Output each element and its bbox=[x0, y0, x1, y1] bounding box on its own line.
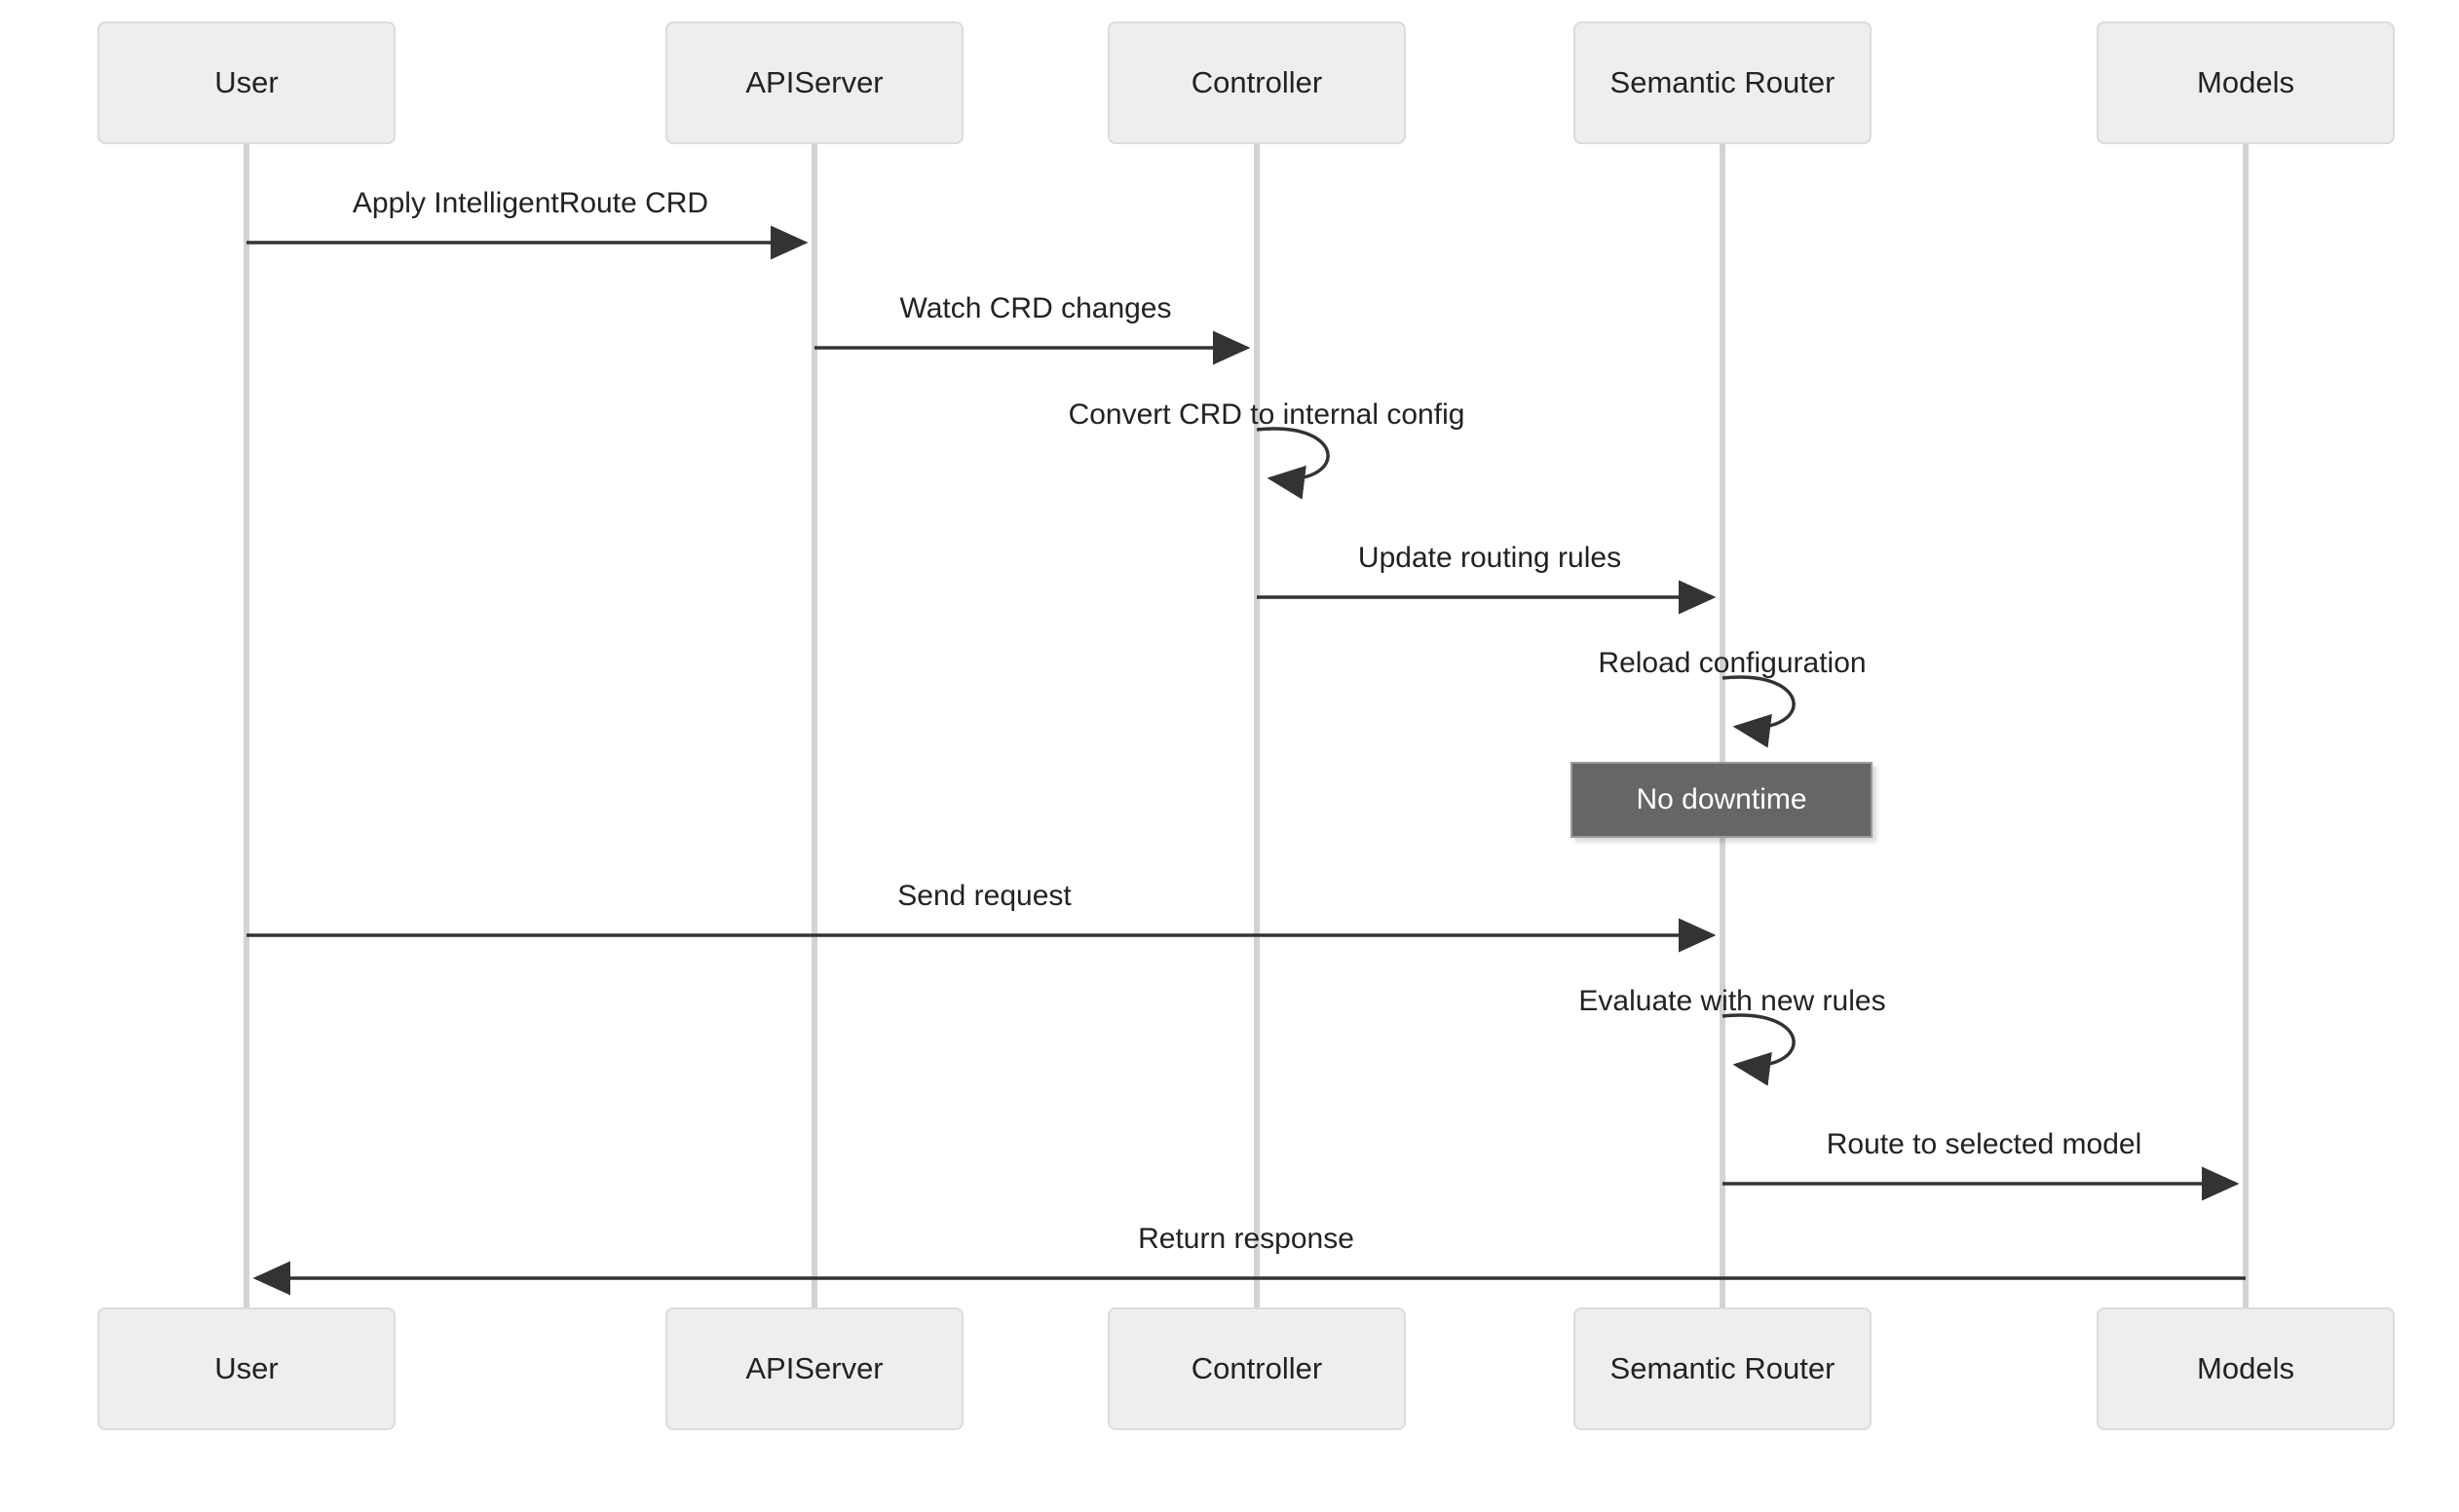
message-label-m3: Convert CRD to internal config bbox=[1068, 398, 1465, 431]
message-label-m9: Return response bbox=[1138, 1223, 1354, 1255]
actor-box-user-bottom[interactable]: User bbox=[97, 1307, 396, 1430]
actor-label-controller: Controller bbox=[1191, 1351, 1323, 1386]
message-label-m4: Update routing rules bbox=[1357, 542, 1622, 574]
actor-box-models-top[interactable]: Models bbox=[2097, 21, 2395, 144]
note-n1[interactable]: No downtime bbox=[1570, 762, 1873, 838]
message-label-m8: Route to selected model bbox=[1826, 1128, 2142, 1160]
note-label-n1: No downtime bbox=[1636, 783, 1807, 815]
actor-box-apiserver-top[interactable]: APIServer bbox=[665, 21, 964, 144]
actor-label-router: Semantic Router bbox=[1609, 65, 1835, 100]
self-loop-m7 bbox=[1721, 1013, 1796, 1086]
message-label-m1: Apply IntelligentRoute CRD bbox=[352, 187, 709, 219]
actor-box-user-top[interactable]: User bbox=[97, 21, 396, 144]
actor-label-user: User bbox=[214, 1351, 279, 1386]
self-loop-m5 bbox=[1721, 675, 1796, 748]
message-label-m6: Send request bbox=[897, 880, 1072, 912]
actor-label-router: Semantic Router bbox=[1609, 1351, 1835, 1386]
actor-box-router-top[interactable]: Semantic Router bbox=[1573, 21, 1872, 144]
actor-label-models: Models bbox=[2197, 1351, 2294, 1386]
actor-label-apiserver: APIServer bbox=[745, 65, 884, 100]
actor-label-apiserver: APIServer bbox=[745, 1351, 884, 1386]
self-loop-m3 bbox=[1256, 427, 1330, 500]
message-label-m5: Reload configuration bbox=[1598, 647, 1867, 679]
message-label-m7: Evaluate with new rules bbox=[1578, 985, 1886, 1017]
message-label-m2: Watch CRD changes bbox=[899, 292, 1172, 324]
actor-box-controller-top[interactable]: Controller bbox=[1108, 21, 1406, 144]
message-arrows bbox=[246, 225, 2246, 1296]
actor-label-controller: Controller bbox=[1191, 65, 1323, 100]
lifelines bbox=[244, 144, 2249, 1307]
actor-box-controller-bottom[interactable]: Controller bbox=[1108, 1307, 1406, 1430]
actor-box-models-bottom[interactable]: Models bbox=[2097, 1307, 2395, 1430]
actor-label-user: User bbox=[214, 65, 279, 100]
actor-box-apiserver-bottom[interactable]: APIServer bbox=[665, 1307, 964, 1430]
actor-box-router-bottom[interactable]: Semantic Router bbox=[1573, 1307, 1872, 1430]
actor-label-models: Models bbox=[2197, 65, 2294, 100]
